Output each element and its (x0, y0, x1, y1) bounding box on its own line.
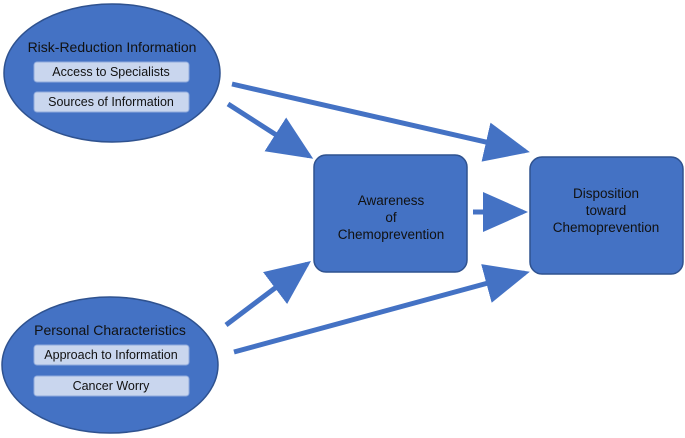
pill-approach-to-information-label: Approach to Information (44, 348, 177, 362)
edge-risk-to-awareness (226, 101, 314, 159)
personal-characteristics-node: Personal Characteristics Approach to Inf… (1, 296, 219, 434)
pill-access-to-specialists-label: Access to Specialists (52, 65, 169, 79)
pill-sources-of-information-label: Sources of Information (48, 95, 174, 109)
pill-sources-of-information (33, 91, 190, 113)
pill-cancer-worry-label: Cancer Worry (73, 379, 151, 393)
risk-reduction-title: Risk-Reduction Information (28, 39, 197, 55)
disposition-line-1: Disposition (573, 186, 639, 201)
personal-characteristics-title: Personal Characteristics (34, 322, 186, 338)
edges (224, 81, 530, 355)
edge-personal-to-disposition (233, 264, 530, 355)
pill-cancer-worry (33, 375, 190, 397)
awareness-line-1: Awareness (358, 193, 425, 208)
risk-reduction-node: Risk-Reduction Information Access to Spe… (3, 3, 221, 143)
edge-risk-to-disposition (231, 81, 530, 162)
pill-access-to-specialists (33, 61, 190, 83)
edge-personal-to-awareness (224, 260, 311, 327)
disposition-box (529, 156, 684, 275)
awareness-box (313, 154, 468, 273)
disposition-line-3: Chemoprevention (553, 220, 660, 235)
disposition-line-2: toward (586, 203, 627, 218)
pill-approach-to-information (33, 344, 190, 366)
awareness-node: Awareness of Chemoprevention (313, 154, 468, 273)
awareness-line-2: of (385, 210, 397, 225)
disposition-node: Disposition toward Chemoprevention (529, 156, 684, 275)
awareness-line-3: Chemoprevention (338, 227, 445, 242)
